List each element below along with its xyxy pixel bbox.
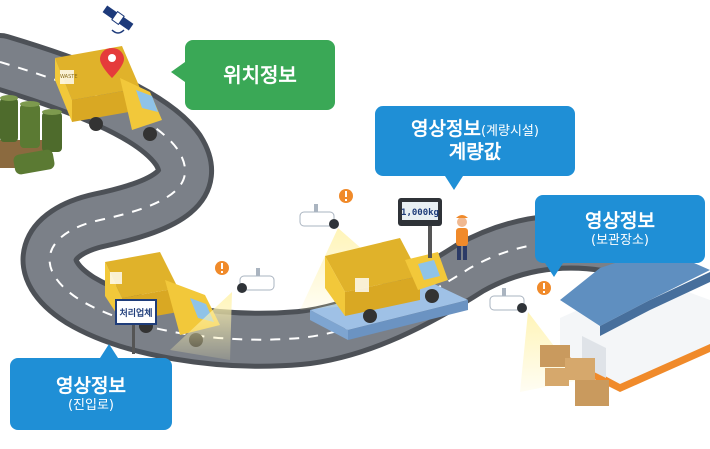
alert-marker-icon: [537, 281, 551, 295]
scale-value: 1,000kg: [401, 208, 439, 218]
truck-weighing: [325, 238, 448, 323]
storage-boxes: [540, 345, 609, 406]
location-callout: 위치정보: [171, 40, 335, 110]
satellite-icon: [102, 5, 134, 31]
cctv-camera-icon: [489, 288, 527, 313]
weighing-callout-value: 계량값: [448, 141, 502, 163]
weighing-callout-title: 영상정보: [411, 118, 481, 141]
alert-marker-icon: [339, 189, 353, 203]
cctv-camera-icon: [237, 268, 275, 293]
storage-callout: 영상정보 (보관장소): [535, 195, 705, 277]
cctv-camera-icon: [299, 204, 339, 229]
callout-tail: [171, 62, 185, 82]
road: [0, 33, 679, 369]
entrance-callout: 영상정보 (진입로): [10, 344, 172, 430]
storage-callout-subtitle: (보관장소): [591, 232, 649, 248]
callout-tail: [100, 344, 118, 358]
gate-sign: [115, 299, 157, 354]
location-pin-icon: [100, 48, 124, 78]
camera-beam: [170, 292, 232, 360]
weighing-callout-subtitle: (계량시설): [480, 124, 539, 140]
callout-tail: [545, 263, 563, 277]
truck-label: WASTE: [60, 74, 77, 80]
gate-sign-text: 처리업체: [119, 307, 152, 319]
weighing-callout: 영상정보(계량시설) 계량값: [375, 106, 575, 190]
entrance-callout-title: 영상정보: [56, 374, 126, 397]
weighing-callout-line1: 영상정보(계량시설): [411, 118, 539, 141]
storage-callout-title: 영상정보: [585, 209, 655, 232]
location-callout-title: 위치정보: [223, 63, 297, 87]
entrance-callout-subtitle: (진입로): [67, 397, 115, 413]
callout-tail: [445, 176, 463, 190]
worker: [456, 215, 468, 260]
alert-marker-icon: [215, 261, 229, 275]
scale-display: [398, 198, 442, 258]
waste-barrels: [0, 95, 62, 175]
